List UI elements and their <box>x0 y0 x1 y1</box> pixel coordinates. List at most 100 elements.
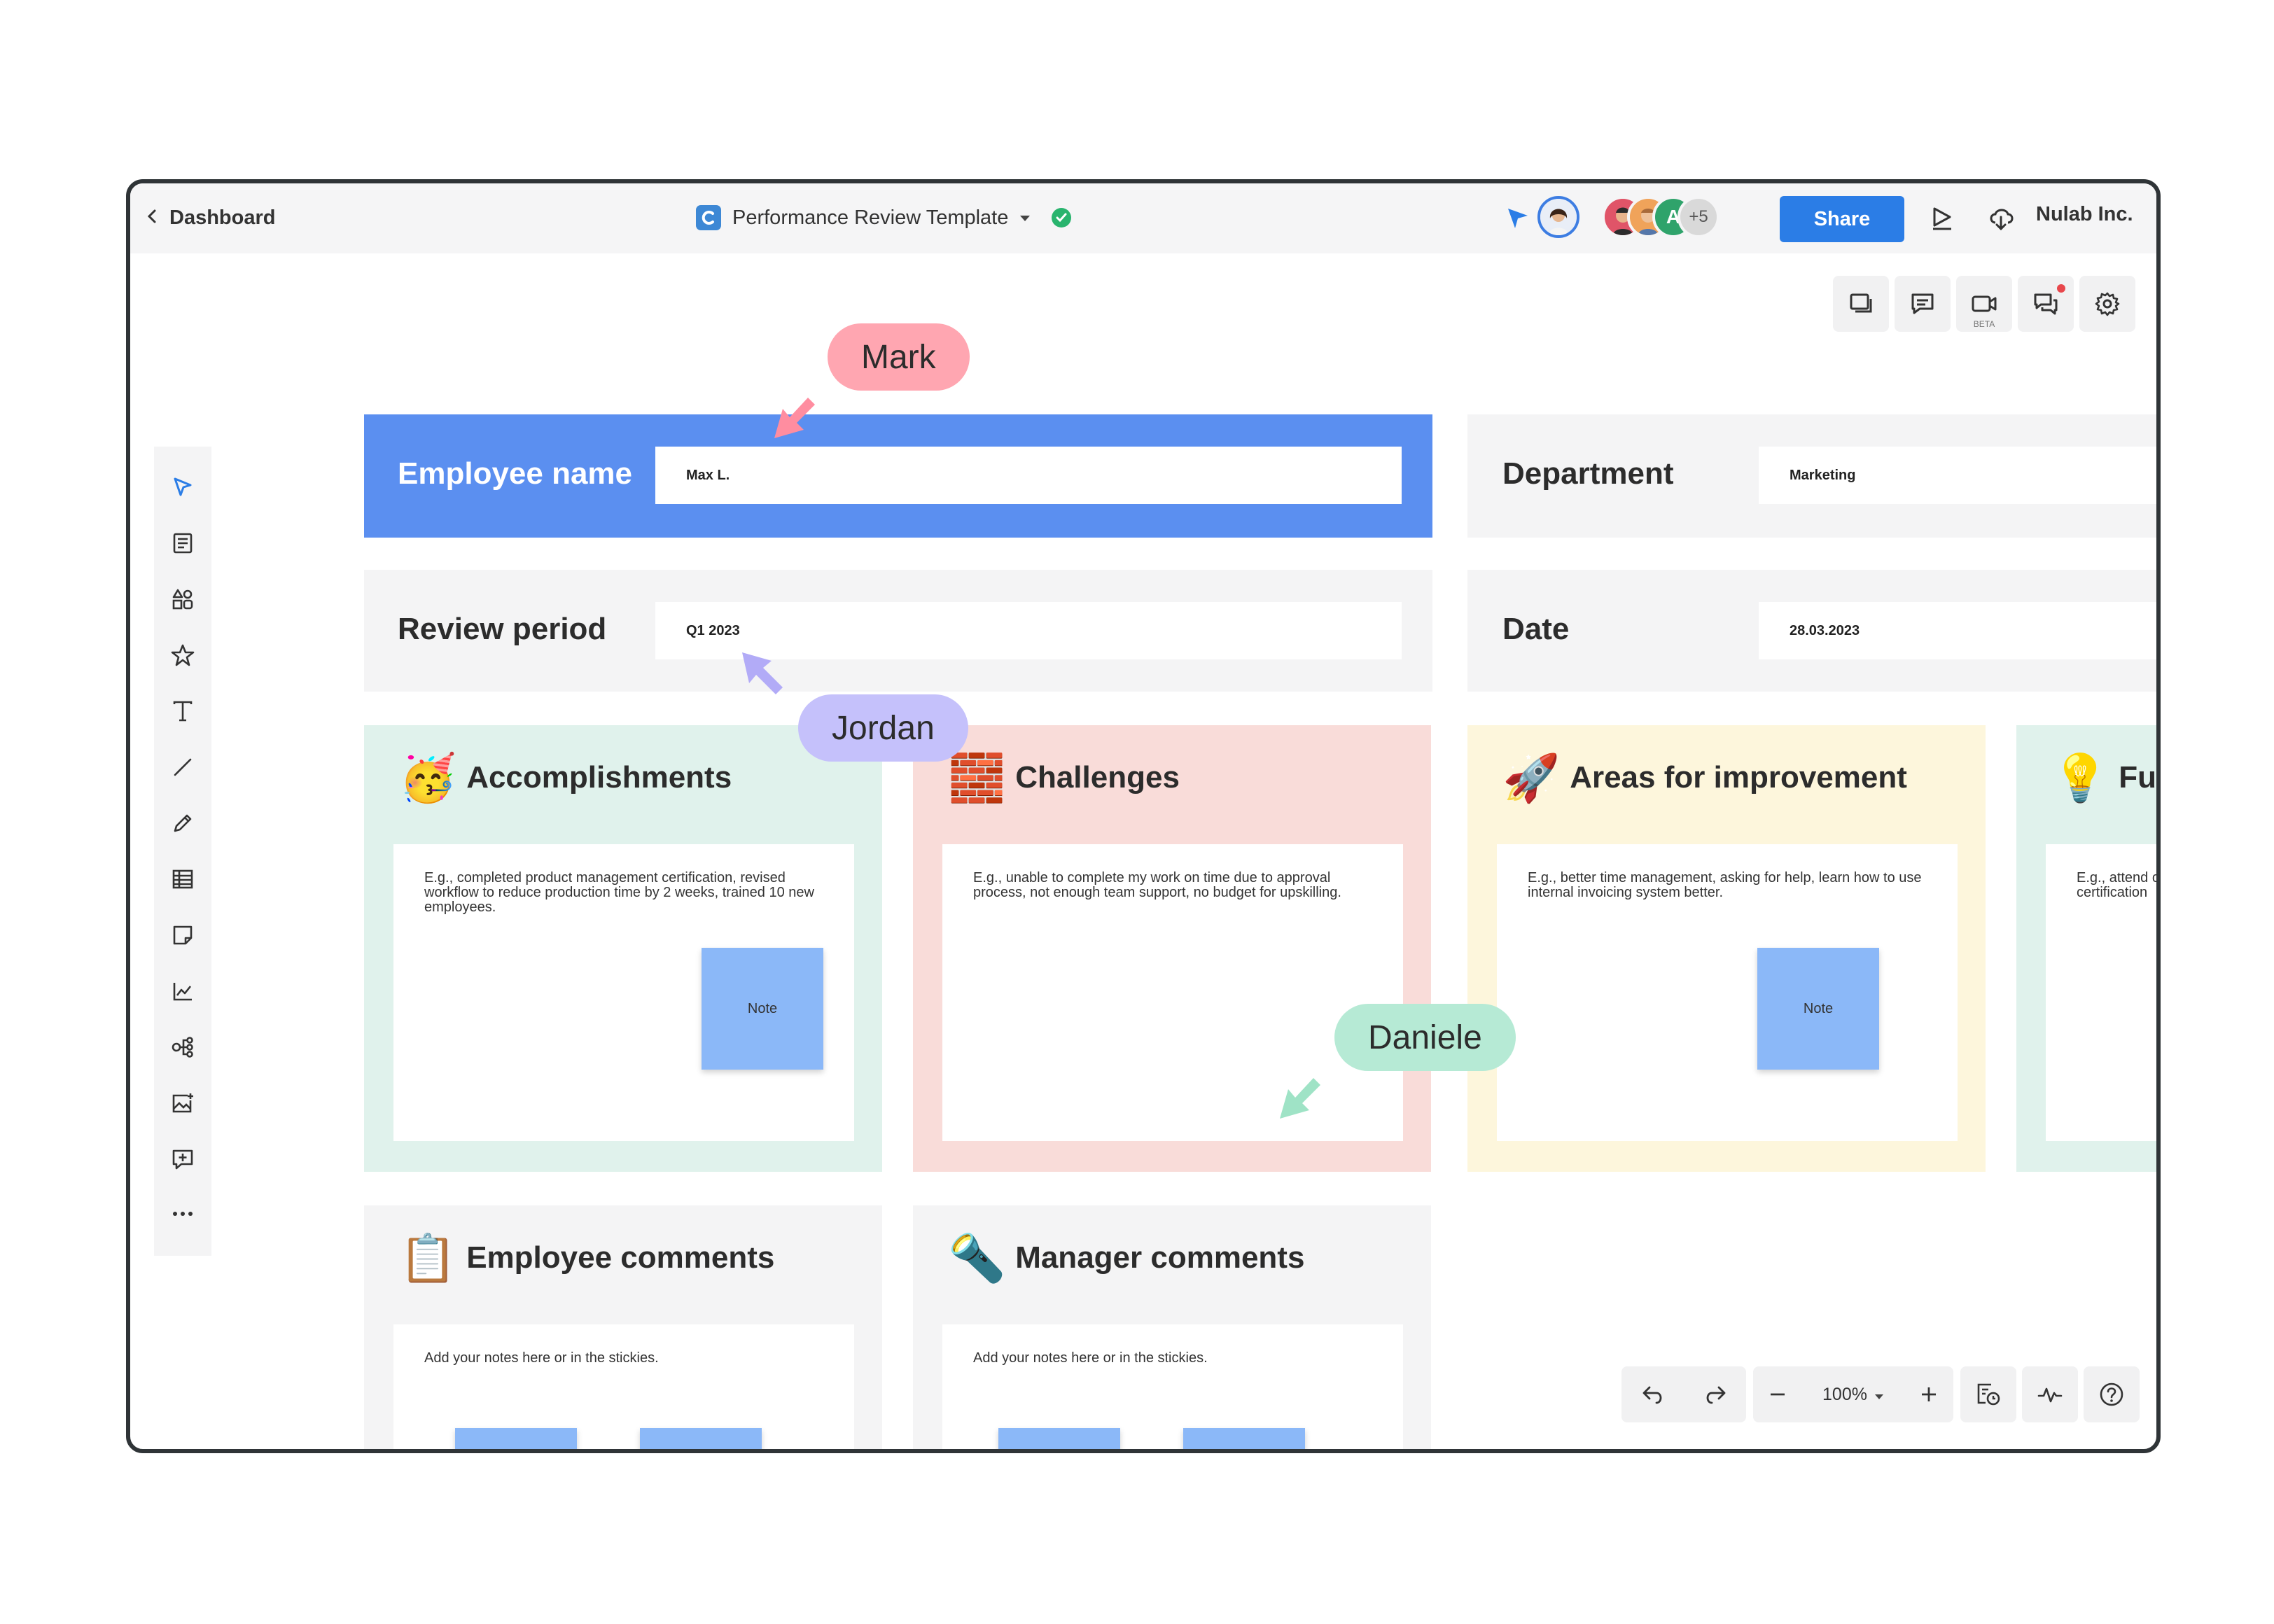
manager-comments-section: 🔦 Manager comments Add your notes here o… <box>913 1205 1431 1449</box>
improvement-section: 🚀 Areas for improvement E.g., better tim… <box>1467 725 1986 1172</box>
sticky-note[interactable] <box>640 1428 762 1449</box>
collaborator-cursor-jordan-icon <box>742 652 783 694</box>
accomplishments-section: 🥳 Accomplishments E.g., completed produc… <box>364 725 882 1172</box>
undo-redo-group <box>1621 1366 1746 1422</box>
help-button[interactable] <box>2084 1366 2140 1422</box>
accomplishments-title: Accomplishments <box>466 760 732 794</box>
manager-comments-text-area[interactable]: Add your notes here or in the stickies. <box>942 1324 1403 1449</box>
brick-icon: 🧱 <box>948 752 1006 804</box>
employee-name-label: Employee name <box>398 456 633 491</box>
star-icon[interactable] <box>163 636 202 675</box>
zoom-in-icon[interactable] <box>1904 1366 1953 1422</box>
sticky-note[interactable]: Note <box>1757 948 1879 1070</box>
sticky-note[interactable]: Note <box>702 948 823 1070</box>
activity-pulse-icon[interactable] <box>2022 1366 2078 1422</box>
manager-comments-hint: Add your notes here or in the stickies. <box>973 1350 1208 1366</box>
history-icon[interactable] <box>1960 1366 2016 1422</box>
employee-comments-title: Employee comments <box>466 1240 775 1275</box>
more-collaborators-badge[interactable]: +5 <box>1677 196 1720 238</box>
department-label: Department <box>1502 456 1674 491</box>
improvement-title: Areas for improvement <box>1570 760 1907 794</box>
video-call-icon[interactable]: BETA <box>1956 276 2012 332</box>
comments-icon[interactable] <box>1895 276 1951 332</box>
improvement-heading: 🚀 Areas for improvement <box>1502 755 1907 801</box>
text-tool-icon[interactable] <box>163 692 202 731</box>
sticky-note-icon[interactable] <box>163 916 202 955</box>
challenges-text-area[interactable]: E.g., unable to complete my work on time… <box>942 844 1403 1141</box>
present-play-icon[interactable] <box>1925 202 1959 235</box>
improvement-text-area[interactable]: E.g., better time management, asking for… <box>1497 844 1958 1141</box>
employee-name-panel: Employee name Max L. <box>364 414 1432 538</box>
table-icon[interactable] <box>163 860 202 899</box>
download-cloud-icon[interactable] <box>1984 202 2018 235</box>
sticky-note[interactable] <box>455 1428 577 1449</box>
collaborator-cursor-daniele-icon <box>1280 1078 1320 1119</box>
app-window: Dashboard Performance Review Template <box>126 179 2161 1453</box>
party-face-icon: 🥳 <box>399 752 457 804</box>
redo-icon[interactable] <box>1684 1366 1746 1422</box>
accomplishments-text-area[interactable]: E.g., completed product management certi… <box>393 844 854 1141</box>
challenges-section: 🧱 Challenges E.g., unable to complete my… <box>913 725 1431 1172</box>
challenges-heading: 🧱 Challenges <box>948 755 1180 801</box>
chart-icon[interactable] <box>163 972 202 1011</box>
date-label: Date <box>1502 612 1570 646</box>
organization-name[interactable]: Nulab Inc. <box>2036 203 2133 225</box>
rocket-icon: 🚀 <box>1502 752 1561 804</box>
date-panel: Date 28.03.2023 <box>1467 570 2156 692</box>
department-panel: Department Marketing <box>1467 414 2156 538</box>
right-tool-row: BETA <box>1833 276 2135 332</box>
activity-button[interactable] <box>2022 1366 2078 1422</box>
undo-icon[interactable] <box>1621 1366 1684 1422</box>
clipboard-icon: 📋 <box>399 1232 457 1284</box>
template-icon[interactable] <box>163 524 202 563</box>
future-heading: 💡 Fut <box>2051 755 2156 801</box>
more-tools-icon[interactable] <box>163 1194 202 1233</box>
sticky-note[interactable] <box>1183 1428 1305 1449</box>
caret-down-icon[interactable] <box>1019 211 1031 225</box>
collaborator-cursor-mark-icon <box>774 398 815 438</box>
add-comment-icon[interactable] <box>163 1140 202 1179</box>
saved-check-icon <box>1052 208 1072 227</box>
employee-comments-text-area[interactable]: Add your notes here or in the stickies. <box>393 1324 854 1449</box>
mind-map-icon[interactable] <box>163 1028 202 1067</box>
employee-comments-section: 📋 Employee comments Add your notes here … <box>364 1205 882 1449</box>
future-title: Fut <box>2119 760 2156 794</box>
improvement-hint: E.g., better time management, asking for… <box>1528 870 1922 900</box>
future-hint: E.g., attend c certification <box>2077 870 2159 900</box>
select-pointer-icon[interactable] <box>163 468 202 507</box>
manager-comments-heading: 🔦 Manager comments <box>948 1235 1304 1281</box>
review-period-panel: Review period Q1 2023 <box>364 570 1432 692</box>
settings-gear-icon[interactable] <box>2079 276 2135 332</box>
document-title[interactable]: Performance Review Template <box>696 200 1072 235</box>
back-to-dashboard-link[interactable]: Dashboard <box>147 200 275 235</box>
chat-icon[interactable] <box>2018 276 2074 332</box>
current-user-avatar[interactable] <box>1537 196 1579 238</box>
help-question-icon[interactable] <box>2084 1366 2140 1422</box>
top-bar: Dashboard Performance Review Template <box>130 183 2156 253</box>
document-title-text: Performance Review Template <box>732 206 1009 229</box>
employee-name-input[interactable]: Max L. <box>655 447 1402 504</box>
zoom-control: 100% <box>1753 1366 1953 1422</box>
pages-icon[interactable] <box>1833 276 1889 332</box>
history-button[interactable] <box>1960 1366 2016 1422</box>
pen-tool-icon[interactable] <box>163 804 202 843</box>
board-canvas[interactable]: Employee name Max L. Department Marketin… <box>130 253 2156 1449</box>
image-icon[interactable] <box>163 1084 202 1123</box>
collaborator-label-daniele: Daniele <box>1334 1004 1516 1071</box>
notification-dot <box>2057 284 2065 293</box>
pointer-cursor-icon <box>1504 204 1532 232</box>
review-period-input[interactable]: Q1 2023 <box>655 602 1402 659</box>
date-input[interactable]: 28.03.2023 <box>1759 602 2156 659</box>
left-toolbar <box>154 447 211 1256</box>
challenges-hint: E.g., unable to complete my work on time… <box>973 870 1341 900</box>
zoom-level-value: 100% <box>1822 1384 1867 1404</box>
department-input[interactable]: Marketing <box>1759 447 2156 504</box>
shapes-icon[interactable] <box>163 580 202 619</box>
sticky-note[interactable] <box>998 1428 1120 1449</box>
line-tool-icon[interactable] <box>163 748 202 787</box>
zoom-out-icon[interactable] <box>1753 1366 1802 1422</box>
chevron-left-icon <box>147 207 157 229</box>
zoom-level-dropdown[interactable]: 100% <box>1802 1366 1904 1422</box>
future-text-area[interactable]: E.g., attend c certification <box>2046 844 2159 1141</box>
share-button[interactable]: Share <box>1780 196 1904 242</box>
